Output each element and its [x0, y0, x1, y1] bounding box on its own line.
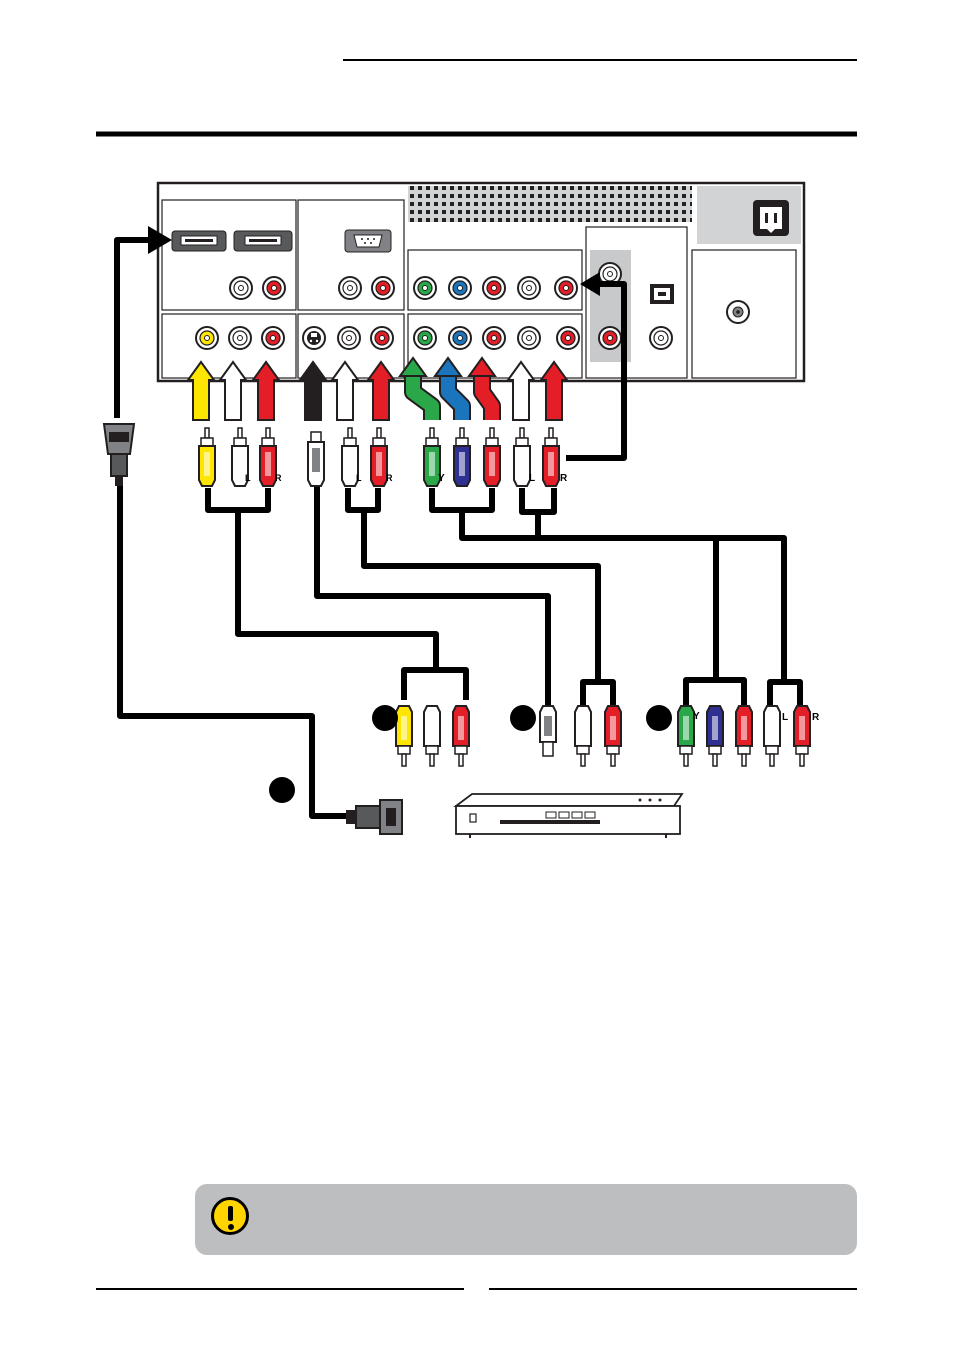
tv-rear-panel	[158, 183, 804, 381]
plug-audio-left-6	[764, 706, 780, 766]
hdmi-port-2	[234, 231, 292, 251]
rca-jack	[483, 327, 505, 349]
rca-jack	[449, 327, 471, 349]
label-l-4: L	[782, 712, 788, 723]
plug-component-pr-1	[484, 428, 500, 486]
caution-note	[195, 1184, 857, 1255]
rca-jack	[414, 277, 436, 299]
s-video-port	[303, 327, 325, 349]
rca-jack	[263, 277, 285, 299]
ethernet-port-icon	[650, 284, 674, 304]
plug-component-y-2	[678, 706, 694, 766]
hdmi-dvi-cable	[117, 240, 160, 418]
rca-jack	[338, 327, 360, 349]
plug-audio-left-3	[514, 428, 530, 486]
step-marker-4	[646, 705, 672, 731]
label-r-3: R	[560, 473, 568, 484]
label-l-1: L	[245, 473, 251, 483]
rca-jack	[371, 327, 393, 349]
plug-component-pr-2	[736, 706, 752, 766]
step-marker-3	[510, 705, 536, 731]
rca-jack	[555, 277, 577, 299]
plug-audio-right-2	[371, 428, 387, 486]
plug-component-pb-1	[454, 428, 470, 486]
rca-jack	[449, 277, 471, 299]
plug-audio-right-3	[543, 428, 559, 486]
dvi-connector-top	[104, 424, 134, 486]
plug-video-1	[199, 428, 215, 486]
antenna-port	[727, 301, 749, 323]
dvi-connector-bottom	[346, 800, 402, 834]
label-l-2: L	[356, 473, 362, 483]
label-l-3: L	[529, 473, 535, 484]
step-marker-1	[269, 777, 295, 803]
plug-audio-right-1	[260, 428, 276, 486]
label-r-2: R	[386, 473, 393, 483]
plug-component-pb-2	[707, 706, 723, 766]
rca-jack	[372, 277, 394, 299]
plug-audio-right-4	[453, 706, 469, 766]
rca-jack	[599, 327, 621, 349]
plug-s-video-1	[308, 432, 324, 486]
rca-jack	[650, 327, 672, 349]
plug-video-2	[396, 706, 412, 766]
arrow-component-pb	[448, 376, 462, 420]
dvi-cable-run	[120, 486, 346, 816]
label-y-1: Y	[438, 473, 445, 484]
rca-jack	[557, 327, 579, 349]
label-r-1: R	[275, 473, 282, 483]
vga-port	[345, 230, 391, 252]
plug-audio-left-4	[424, 706, 440, 766]
caution-icon	[211, 1197, 249, 1235]
rca-jack	[339, 277, 361, 299]
rca-jack	[414, 327, 436, 349]
label-y-2: Y	[693, 711, 700, 722]
ac-power-socket-icon	[753, 200, 789, 236]
rca-jack	[229, 327, 251, 349]
rca-jack	[230, 277, 252, 299]
plug-audio-right-5	[605, 706, 621, 766]
hdmi-port-1	[172, 231, 226, 251]
rca-jack	[196, 327, 218, 349]
label-r-4: R	[812, 712, 820, 723]
plug-audio-right-6	[794, 706, 810, 766]
rca-jack	[483, 277, 505, 299]
plug-audio-left-5	[575, 706, 591, 766]
dvd-player-icon	[456, 794, 682, 838]
rca-jack	[262, 327, 284, 349]
rca-jack	[518, 327, 540, 349]
arrow-component-y	[413, 376, 432, 420]
plug-s-video-2	[540, 706, 556, 756]
rca-jack	[518, 277, 540, 299]
ventilation-grille	[408, 186, 692, 222]
step-marker-2	[372, 705, 398, 731]
